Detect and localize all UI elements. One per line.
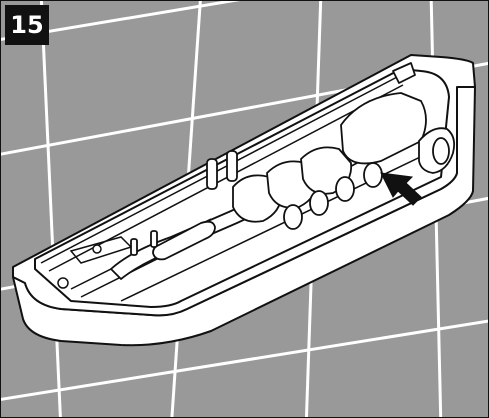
- interior-details: [40, 74, 442, 302]
- step-number-badge: 15: [5, 5, 49, 45]
- outlet-hole: [335, 176, 355, 202]
- outlet-hole: [309, 190, 329, 216]
- stem-left: [206, 158, 218, 190]
- mount-bracket: [392, 62, 416, 84]
- outlet-holes: [283, 162, 383, 230]
- valve-assembly: [110, 62, 456, 280]
- arrow-icon: [380, 172, 422, 206]
- cartridge: [152, 220, 216, 261]
- thermostat-housing: [340, 92, 427, 165]
- outlet-hole: [283, 204, 303, 230]
- stem-right: [226, 150, 238, 182]
- outlet-hole: [363, 162, 383, 188]
